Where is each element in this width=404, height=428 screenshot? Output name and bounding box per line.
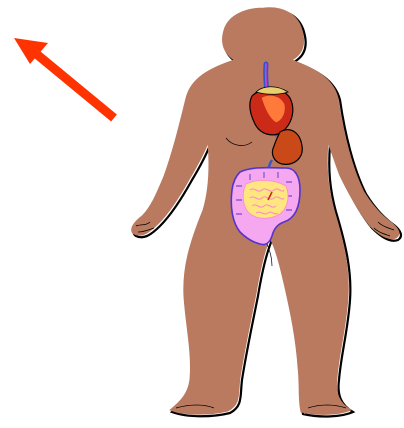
arrow-up-left-icon	[14, 38, 114, 118]
small-intestine	[243, 180, 288, 218]
arrow-shaft	[34, 52, 114, 118]
